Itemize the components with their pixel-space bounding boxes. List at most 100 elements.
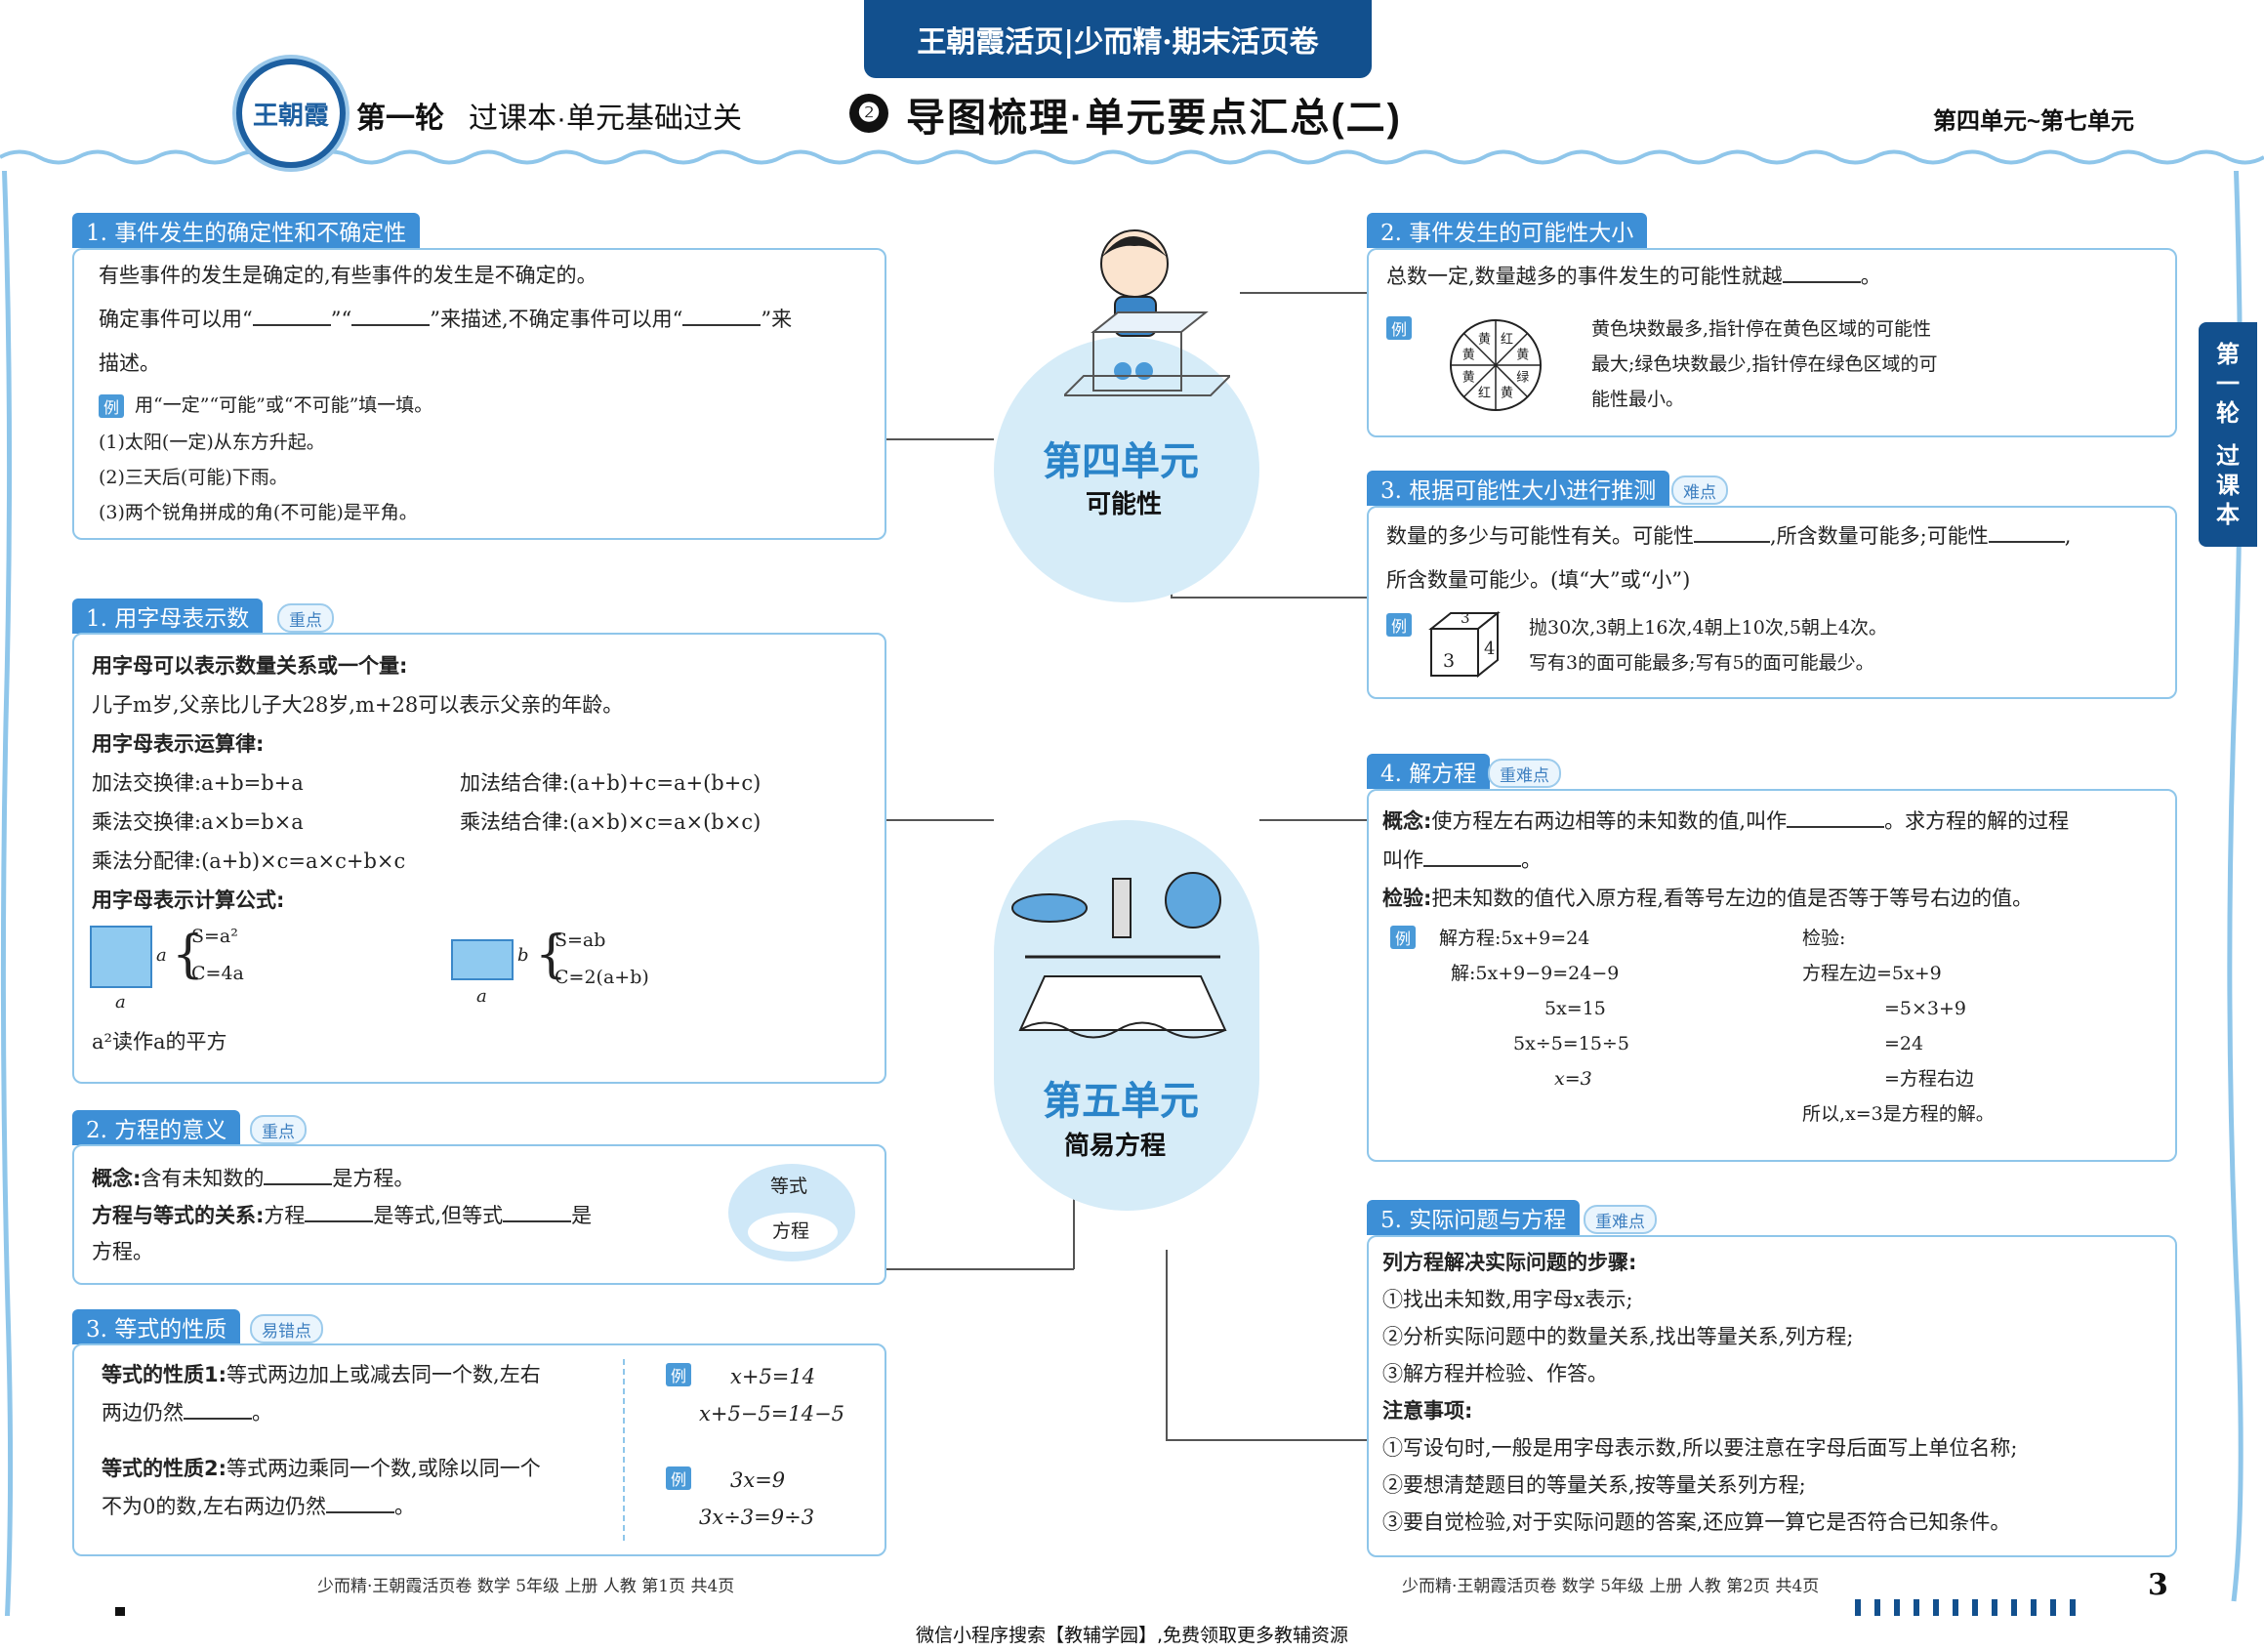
section-title-solve-equation: 4. 解方程 — [1367, 754, 1491, 789]
tag-key-difficult: 重难点 — [1584, 1205, 1657, 1234]
text-fragment: 是方程。 — [332, 1167, 415, 1190]
side-tab-char: 一 — [2216, 369, 2240, 397]
example-line: 最大;绿色块数最少,指针停在绿色区域的可 — [1591, 353, 1938, 375]
cube-face-label: 4 — [1484, 639, 1496, 659]
fill-blank[interactable] — [1787, 808, 1885, 828]
square-figure — [90, 926, 152, 988]
rule: 加法交换律:a+b=b+a — [92, 771, 304, 795]
text-line: 两边仍然。 — [102, 1400, 272, 1425]
text-fragment: 数量的多少与可能性有关。可能性 — [1386, 524, 1694, 548]
example-item: (1)太阳(一定)从东方升起。 — [99, 432, 325, 453]
solution-step: 解:5x+9−9=24−9 — [1451, 963, 1620, 984]
tag-key-point: 重点 — [250, 1115, 307, 1144]
round-label: 第一轮 — [356, 103, 444, 135]
section-title-equality-properties: 3. 等式的性质 — [72, 1309, 241, 1344]
text-fragment: 方程与等式的关系: — [92, 1204, 265, 1227]
fill-blank[interactable] — [264, 1166, 333, 1185]
example-icon: 例 — [99, 394, 124, 418]
section-number-badge: ❷ — [849, 94, 888, 133]
fill-blank[interactable] — [326, 1494, 395, 1513]
text-fragment: 不为0的数,左右两边仍然 — [102, 1495, 327, 1518]
bottom-stripe-marks — [1855, 1599, 2076, 1619]
section-solve-equation: 概念:使方程左右两边相等的未知数的值,叫作。求方程的解的过程 叫作。 检验:把未… — [1367, 789, 2177, 1162]
text-fragment: , — [2064, 524, 2072, 548]
equation-diagram-inner — [748, 1213, 838, 1252]
text-fragment: 。 — [1521, 848, 1542, 872]
text-fragment: 检验: — [1382, 887, 1432, 910]
fill-blank[interactable] — [305, 1203, 374, 1222]
text-fragment: 总数一定,数量越多的事件发生的可能性就越 — [1386, 265, 1783, 288]
text-line: 确定事件可以用“”“”来描述,不确定事件可以用“”来 — [99, 307, 792, 332]
subheading: 用字母表示计算公式: — [92, 888, 285, 912]
fill-blank[interactable] — [252, 307, 331, 326]
text-fragment: ”来描述,不确定事件可以用“ — [430, 308, 683, 331]
subheading: 用字母表示运算律: — [92, 732, 265, 756]
page-title: 导图梳理·单元要点汇总(二) — [906, 97, 1402, 140]
fill-blank[interactable] — [1694, 523, 1770, 543]
text-fragment: 概念: — [92, 1167, 142, 1190]
unit-range: 第四单元~第七单元 — [1933, 108, 2135, 135]
text-fragment: 。 — [1860, 265, 1881, 288]
fill-blank[interactable] — [1782, 264, 1861, 283]
spinner-sector-label: 黄 — [1516, 349, 1529, 363]
rule: 乘法交换律:a×b=b×a — [92, 810, 304, 834]
fill-blank[interactable] — [682, 307, 762, 326]
spinner-sector-label: 黄 — [1501, 387, 1513, 401]
text-fragment: 等式两边加上或减去同一个数,左右 — [226, 1363, 541, 1386]
section-equality-properties: 等式的性质1:等式两边加上或减去同一个数,左右 两边仍然。 等式的性质2:等式两… — [72, 1343, 886, 1556]
side-tab-char: 过 — [2216, 441, 2240, 470]
fill-blank[interactable] — [1423, 847, 1521, 867]
section-title-equation-meaning: 2. 方程的意义 — [72, 1110, 241, 1145]
promo-banner: 微信小程序搜索【教辅学园】,免费领取更多教辅资源 — [0, 1616, 2264, 1652]
text-line: 等式的性质2:等式两边乘同一个数,或除以同一个 — [102, 1457, 541, 1481]
number-cube — [1428, 610, 1501, 679]
equation-step: 3x÷3=9÷3 — [699, 1506, 815, 1529]
text-line: 方程与等式的关系:方程是等式,但等式是 — [92, 1203, 592, 1228]
example-prompt: 用“一定”“可能”或“不可能”填一填。 — [135, 394, 433, 416]
side-tab-char: 轮 — [2216, 398, 2240, 427]
tag-error-prone: 易错点 — [250, 1314, 323, 1343]
text-fragment: ”“ — [330, 308, 352, 331]
equation-step: x+5=14 — [730, 1365, 816, 1388]
text-fragment: 是等式,但等式 — [373, 1204, 504, 1227]
right-footer: 少而精·王朝霞活页卷 数学 5年级 上册 人教 第2页 共4页 — [1402, 1577, 1820, 1596]
solution-step: x=3 — [1554, 1068, 1592, 1090]
page-number: 3 — [2148, 1568, 2168, 1602]
tag-key-point: 重点 — [277, 603, 334, 633]
example-line: 能性最小。 — [1591, 389, 1685, 410]
section-title-certainty: 1. 事件发生的确定性和不确定性 — [72, 213, 421, 248]
tag-difficult: 难点 — [1671, 475, 1728, 505]
text-line: 总数一定,数量越多的事件发生的可能性就越 。 — [1386, 264, 1881, 289]
solution-step: 5x÷5=15÷5 — [1513, 1033, 1629, 1054]
side-tab-char: 本 — [2216, 500, 2240, 528]
check-step: 方程左边=5x+9 — [1802, 963, 1942, 984]
balance-scale-illustration — [1011, 872, 1227, 1039]
section-inference: 数量的多少与可能性有关。可能性,所含数量可能多;可能性, 所含数量可能少。(填“… — [1367, 506, 2177, 699]
fill-blank[interactable] — [184, 1400, 252, 1420]
left-footer: 少而精·王朝霞活页卷 数学 5年级 上册 人教 第1页 共4页 — [317, 1577, 735, 1596]
check-step: =方程右边 — [1884, 1068, 1974, 1090]
fill-blank[interactable] — [351, 307, 431, 326]
text-fragment: 概念: — [1382, 809, 1432, 833]
example-icon: 例 — [666, 1363, 691, 1386]
side-tab-char: 课 — [2216, 471, 2240, 499]
unit5-subtitle: 简易方程 — [1064, 1132, 1167, 1161]
fill-blank[interactable] — [1988, 523, 2065, 543]
text-fragment: 两边仍然 — [102, 1401, 184, 1425]
example-icon: 例 — [1386, 316, 1412, 340]
formula: C=2(a+b) — [555, 967, 649, 988]
note: a²读作a的平方 — [92, 1030, 227, 1053]
brace: { — [172, 926, 205, 984]
equation-step: 3x=9 — [730, 1468, 786, 1492]
subheading: 列方程解决实际问题的步骤: — [1382, 1251, 1637, 1274]
rule: 加法结合律:(a+b)+c=a+(b+c) — [460, 771, 762, 795]
text-line: 概念:含有未知数的是方程。 — [92, 1166, 414, 1191]
brace: { — [535, 926, 568, 984]
spinner-sector-label: 红 — [1478, 386, 1491, 401]
boy-with-cube-illustration — [1064, 229, 1230, 396]
fill-blank[interactable] — [503, 1203, 572, 1222]
text-fragment: 使方程左右两边相等的未知数的值,叫作 — [1431, 809, 1788, 833]
text-fragment: 。求方程的解的过程 — [1884, 809, 2070, 833]
brand-logo: 王朝霞 — [236, 59, 346, 168]
example-line: 写有3的面可能最多;写有5的面可能最少。 — [1529, 652, 1874, 674]
